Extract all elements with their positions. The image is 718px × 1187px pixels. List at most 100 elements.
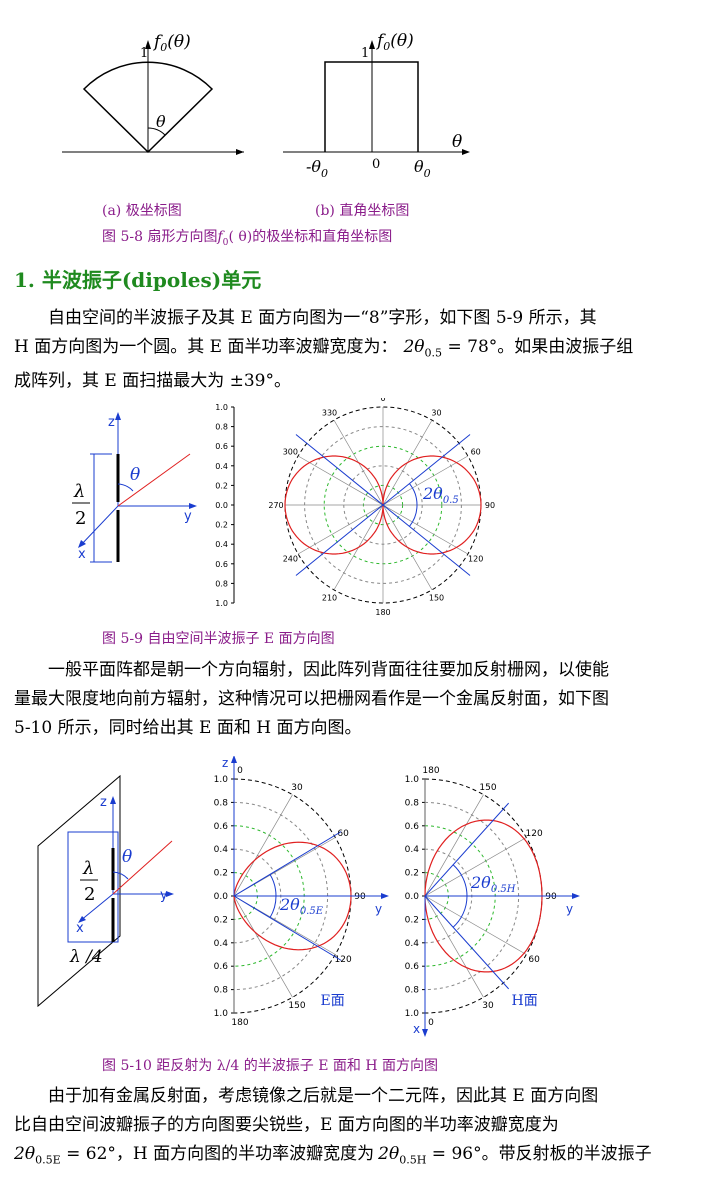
- radial-tick-label: 0.0: [405, 892, 420, 902]
- polar-spoke: [382, 504, 469, 555]
- reflector-box: [67, 831, 119, 943]
- radial-tick-label: 0.8: [405, 986, 420, 996]
- reflector-z-label: z: [100, 795, 107, 810]
- angle-label: 30: [482, 1001, 494, 1011]
- radial-tick-label: 0.8: [214, 798, 229, 808]
- fig510-caption: 图 5-10 距反射为 λ/4 的半波振子 E 面和 H 面方向图: [102, 1058, 438, 1074]
- radial-tick-label: 0.4: [214, 845, 229, 855]
- beamwidth-line: [424, 895, 510, 990]
- polar-spoke: [297, 504, 384, 555]
- reflector-x-label: x: [76, 921, 84, 936]
- x-axis-arrowhead: [422, 1029, 428, 1037]
- rect-y-arrow: [369, 40, 375, 49]
- beamwidth-line: [424, 802, 510, 897]
- polar-spoke: [233, 895, 293, 998]
- para3-line1: 由于加有金属反射面，考虑镜像之后就是一个二元阵，因此其 E 面方向图: [48, 1086, 599, 1106]
- rect-pos-theta: θ0: [414, 157, 431, 180]
- z-axis-label: z: [222, 756, 228, 770]
- dipole-direction-line: [117, 453, 191, 507]
- radial-tick-label: 0.4: [405, 845, 420, 855]
- rect-pattern: [324, 61, 419, 152]
- angle-label: 180: [422, 766, 439, 776]
- para2-line2: 量最大限度地向前方辐射，这种情况可以把栅网看作是一个金属反射面，如下图: [14, 689, 609, 709]
- dipole-z-label: z: [108, 415, 115, 430]
- fig58-caption: 图 5-8 扇形方向图f0( θ)的极坐标和直角坐标图: [102, 229, 393, 248]
- dipole-lambda: λ: [73, 481, 85, 502]
- fig59-polar-chart: 1.00.80.60.40.20.00.20.40.60.81.00306090…: [215, 398, 495, 617]
- angle-label: 60: [337, 829, 349, 839]
- fig510-reflector-sketch: z y x θ λ 2 λ /4: [37, 774, 174, 1008]
- angle-label: 0: [428, 1018, 434, 1028]
- dipole-x-label: x: [78, 547, 86, 562]
- beamwidth-arc: [409, 483, 418, 527]
- angle-label: 150: [429, 594, 444, 603]
- radial-tick-label: 1.0: [405, 1009, 420, 1019]
- fig58-polar-plot: 1 f0(θ) θ: [62, 32, 244, 155]
- rect-x-arrow: [462, 149, 470, 155]
- polar-spoke: [424, 895, 484, 998]
- para1-line2: H 面方向图为一个圆。其 E 面半功率波瓣宽度为：2θ0.5 = 78°。如果由…: [14, 337, 634, 360]
- figure-5-8: 1 f0(θ) θ 1 f0(θ) θ -θ0 0 θ0: [62, 31, 470, 180]
- radial-tick-label: 1.0: [214, 775, 229, 785]
- plane-name-label: E面: [321, 993, 345, 1009]
- radial-tick-label: 0.4: [405, 939, 420, 949]
- fig59-dipole-sketch: z y x θ λ 2: [72, 412, 197, 563]
- radial-tick-label: 0.0: [215, 501, 228, 510]
- z-axis-arrowhead: [231, 756, 237, 763]
- angle-label: 180: [375, 608, 390, 617]
- angle-label: 30: [431, 408, 441, 417]
- radial-tick-label: 0.2: [215, 521, 228, 530]
- radial-tick-label: 0.8: [215, 423, 228, 432]
- polar-spoke: [424, 837, 527, 897]
- angle-label: 90: [354, 892, 366, 902]
- reflector-direction-line: [112, 840, 173, 895]
- beamwidth-label: 2θ0.5: [422, 484, 459, 506]
- radial-tick-label: 0.4: [215, 540, 228, 549]
- angle-label: 60: [528, 955, 540, 965]
- angle-label: 300: [283, 448, 298, 457]
- dipole-theta: θ: [130, 465, 140, 485]
- angle-label: 60: [471, 448, 481, 457]
- angle-label: 210: [322, 594, 337, 603]
- y-axis-arrowhead: [381, 893, 389, 899]
- angle-label: 90: [485, 501, 495, 510]
- polar-spoke: [424, 794, 484, 897]
- reflector-theta: θ: [122, 847, 132, 867]
- angle-label: 150: [288, 1001, 305, 1011]
- radial-tick-label: 0.2: [405, 869, 419, 879]
- rect-tick-one: 1: [361, 46, 369, 61]
- beamwidth-line: [295, 434, 471, 576]
- polar-y-arrow: [145, 40, 151, 49]
- radial-tick-label: 0.4: [215, 462, 228, 471]
- beamwidth-label: 2θ0.5E: [279, 895, 324, 917]
- angle-label: 330: [322, 408, 337, 417]
- sector-pattern: [82, 61, 214, 154]
- radial-tick-label: 0.2: [214, 915, 228, 925]
- fig510-e-plane-chart: 1.00.80.60.40.20.00.20.40.60.81.00306090…: [214, 756, 389, 1028]
- rect-neg-theta: -θ0: [306, 157, 328, 180]
- reflector-two: 2: [84, 884, 95, 905]
- reflector-x-axis: [79, 893, 114, 922]
- rect-xlabel: θ: [452, 132, 462, 152]
- dipole-two: 2: [75, 508, 86, 529]
- radial-tick-label: 1.0: [215, 599, 228, 608]
- radial-tick-label: 1.0: [215, 403, 228, 412]
- polar-spoke: [382, 455, 469, 506]
- dipole-y-label: y: [184, 509, 192, 524]
- angle-label: 120: [526, 829, 543, 839]
- rect-zero: 0: [372, 157, 380, 172]
- y-axis-arrowhead: [572, 893, 580, 899]
- angle-label: 120: [468, 555, 483, 564]
- radial-tick-label: 0.2: [405, 915, 419, 925]
- figure-5-9: z y x θ λ 2 1.00.80.60.40.20.00.20.40.60…: [72, 398, 495, 617]
- angle-label: 0: [380, 398, 385, 403]
- para1-line3: 成阵列，其 E 面扫描最大为 ±39°。: [14, 371, 291, 392]
- theta-arc: [147, 127, 166, 136]
- fig58-sub-a: (a) 极坐标图: [102, 203, 182, 219]
- para3-line2: 比自由空间波瓣振子的方向图要尖锐些，E 面方向图的半功率波瓣宽度为: [14, 1115, 559, 1135]
- x-axis-label: x: [413, 1022, 420, 1036]
- figure-5-10: z y x θ λ 2 λ /4 1.0 0.8 0.6 0.4 0.2 0.0 0.2 0.…: [37, 756, 580, 1037]
- section-heading: 1. 半波振子(dipoles)单元: [14, 268, 262, 292]
- radial-tick-label: 0.6: [214, 962, 229, 972]
- radial-tick-label: 1.0: [214, 1009, 229, 1019]
